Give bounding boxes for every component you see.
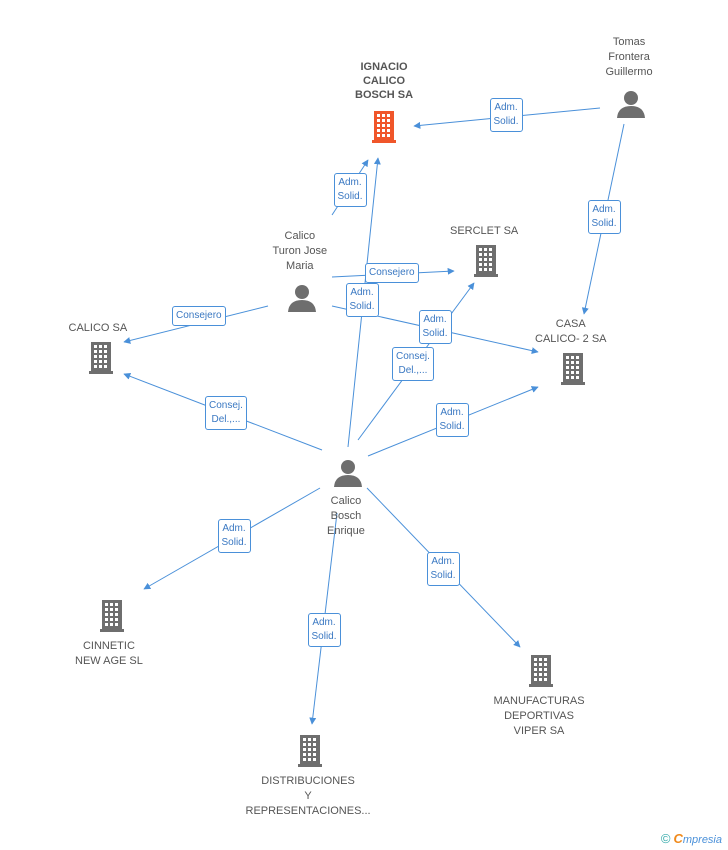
node-label-line: Bosch [330,510,362,522]
relation-label-line: Adm. [423,314,447,325]
relation-label-line: Adm. [494,102,518,113]
node-label-line: Tomas [612,36,646,48]
company-label[interactable]: IGNACIO CALICO BOSCH SA [355,60,413,102]
node-label-line: REPRESENTACIONES... [245,805,371,817]
node-label-line: DEPORTIVAS [504,710,574,722]
company-label[interactable]: CINNETIC NEW AGE SL [75,639,143,669]
company-label[interactable]: DISTRIBUCIONES Y REPRESENTACIONES... [246,774,371,819]
copyright-symbol: © [660,831,671,846]
node-label-line: VIPER SA [513,725,565,737]
node-label-line: Enrique [327,525,365,537]
company-label[interactable]: MANUFACTURAS DEPORTIVAS VIPER SA [494,694,585,739]
relation-label[interactable]: Adm. Solid. [217,519,251,553]
node-label-line: Turon Jose [272,245,328,257]
relation-label-line: Consejero [369,267,415,278]
node-label-line: CALICO SA [68,322,128,334]
building-icon [89,342,113,374]
company-label[interactable]: SERCLET SA [450,224,518,239]
node-label-line: Maria [286,260,314,272]
relation-label[interactable]: Consej. Del.,... [392,347,434,381]
relation-label[interactable]: Consej. Del.,... [205,396,247,430]
node-label-line: NEW AGE SL [75,655,143,667]
node-label-line: DISTRIBUCIONES [261,775,355,787]
node-label-line: Y [304,790,312,802]
company-label[interactable]: CALICO SA [69,321,128,336]
building-icon [372,111,396,143]
brand-name: mpresia [682,834,722,846]
relation-label[interactable]: Adm. Solid. [435,403,469,437]
relation-label[interactable]: Adm. Solid. [426,552,460,586]
relation-label[interactable]: Adm. Solid. [587,200,621,234]
node-label-line: Guillermo [605,66,653,78]
node-label-line: Calico [284,230,316,242]
relation-label[interactable]: Consejero [365,263,419,283]
node-label-line: SERCLET SA [450,225,519,237]
building-icon [298,735,322,767]
relation-label[interactable]: Adm. Solid. [418,310,452,344]
relation-label-line: Adm. [431,556,455,567]
relation-label-line: Solid. [430,570,456,581]
relation-label-line: Adm. [312,617,336,628]
node-label-line: CALICO- 2 SA [535,333,607,345]
relation-label[interactable]: Adm. Solid. [489,98,523,132]
node-label-line: CASA [555,318,586,330]
relation-label-line: Del.,... [398,365,428,376]
relation-label-line: Consej. [396,351,430,362]
relation-label[interactable]: Adm. Solid. [333,173,367,207]
node-label-line: Calico [330,495,362,507]
relation-label-line: Solid. [422,328,448,339]
relation-label[interactable]: Adm. Solid. [307,613,341,647]
relation-label-line: Adm. [338,177,362,188]
relation-label-line: Solid. [311,631,337,642]
building-icon [529,655,553,687]
relation-label-line: Consejero [176,310,222,321]
building-icon [100,600,124,632]
empresia-logo: © Cmpresia [661,831,722,846]
relation-label-line: Adm. [592,204,616,215]
person-icon [617,91,645,118]
node-label-line: MANUFACTURAS [493,695,585,707]
relation-label-line: Solid. [493,116,519,127]
company-label[interactable]: CASA CALICO- 2 SA [535,317,607,347]
brand-initial: C [673,831,683,846]
node-label-line: BOSCH SA [355,89,414,101]
relation-label-line: Adm. [440,407,464,418]
node-label-line: CALICO [362,75,406,87]
relation-label[interactable]: Adm. Solid. [345,283,379,317]
building-icon [561,353,585,385]
node-label-line: IGNACIO [360,61,408,73]
relation-label-line: Solid. [221,537,247,548]
node-label-line: Frontera [608,51,650,63]
relation-label-line: Solid. [439,421,465,432]
person-icon [288,285,316,312]
relation-label-line: Solid. [349,301,375,312]
relation-label-line: Del.,... [211,414,241,425]
relation-label-line: Adm. [350,287,374,298]
relation-label[interactable]: Consejero [172,306,226,326]
person-icon [334,460,362,487]
relation-label-line: Solid. [337,191,363,202]
node-label-line: CINNETIC [82,640,135,652]
relation-label-line: Consej. [209,400,243,411]
building-icon [474,245,498,277]
relation-label-line: Adm. [222,523,246,534]
relation-label-line: Solid. [591,218,617,229]
